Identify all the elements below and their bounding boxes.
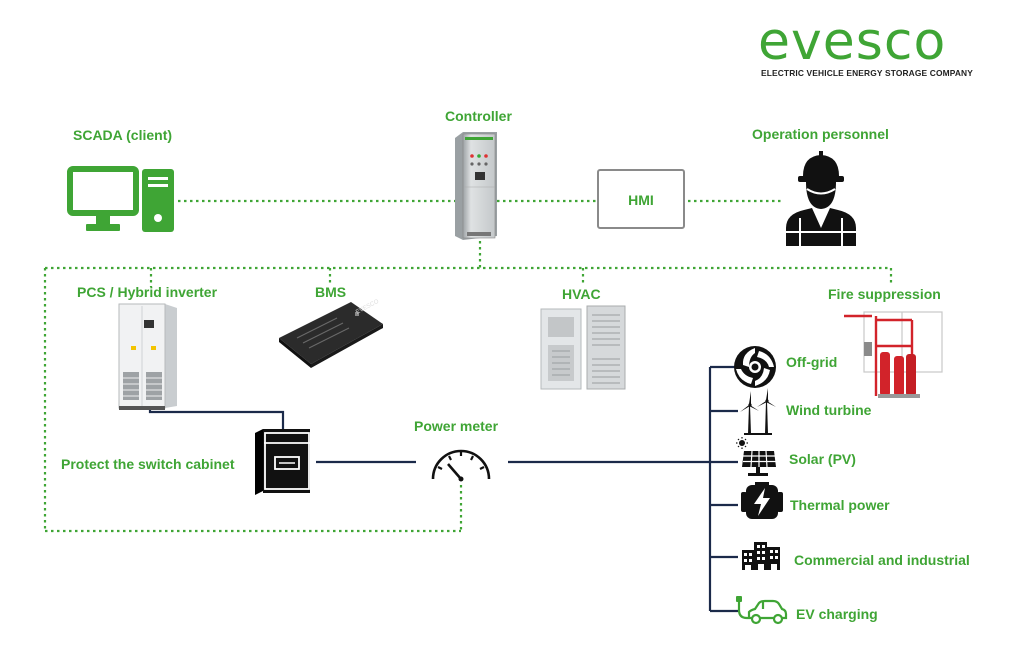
controller-cabinet-icon xyxy=(455,132,497,240)
pcs-label: PCS / Hybrid inverter xyxy=(77,284,218,300)
hvac-unit-icon xyxy=(540,305,626,390)
hvac-label: HVAC xyxy=(562,286,601,302)
load-label-solar: Solar (PV) xyxy=(789,451,856,467)
scada-label: SCADA (client) xyxy=(73,127,173,143)
bms-label: BMS xyxy=(315,284,347,300)
operation-personnel-label: Operation personnel xyxy=(752,126,889,142)
thermal-power-icon xyxy=(741,482,783,519)
evesco-logo: evesco xyxy=(758,12,947,72)
wind-turbine-icon xyxy=(740,388,776,435)
pcs-inverter-cabinet-icon xyxy=(118,303,177,410)
load-label-off-grid: Off-grid xyxy=(786,354,838,370)
hmi-label: HMI xyxy=(628,192,654,208)
off-grid-icon xyxy=(734,346,776,388)
power-meter-gauge-icon xyxy=(431,449,491,482)
computer-icon xyxy=(67,166,174,232)
buildings-icon xyxy=(742,542,780,570)
switch-cabinet-icon xyxy=(255,429,310,495)
bms-device-icon: EVESCO xyxy=(279,299,383,368)
hmi-panel: HMI xyxy=(597,169,685,229)
bms-device-brand: EVESCO xyxy=(355,299,380,316)
switch-cabinet-label: Protect the switch cabinet xyxy=(61,456,235,472)
fire-suppression-label: Fire suppression xyxy=(828,286,941,302)
load-label-ev-charging: EV charging xyxy=(796,606,878,622)
load-label-commercial-industrial: Commercial and industrial xyxy=(794,552,970,568)
controller-label: Controller xyxy=(445,108,512,124)
load-label-thermal-power: Thermal power xyxy=(790,497,890,513)
load-label-wind-turbine: Wind turbine xyxy=(786,402,872,418)
solar-panel-icon xyxy=(736,437,776,476)
logo-tagline: ELECTRIC VEHICLE ENERGY STORAGE COMPANY xyxy=(761,68,973,78)
power-line-pcs-cabinet xyxy=(148,407,285,431)
power-meter-label: Power meter xyxy=(414,418,499,434)
worker-icon xyxy=(786,151,856,246)
fire-suppression-system-icon xyxy=(844,311,943,398)
ev-car-icon xyxy=(736,596,788,625)
